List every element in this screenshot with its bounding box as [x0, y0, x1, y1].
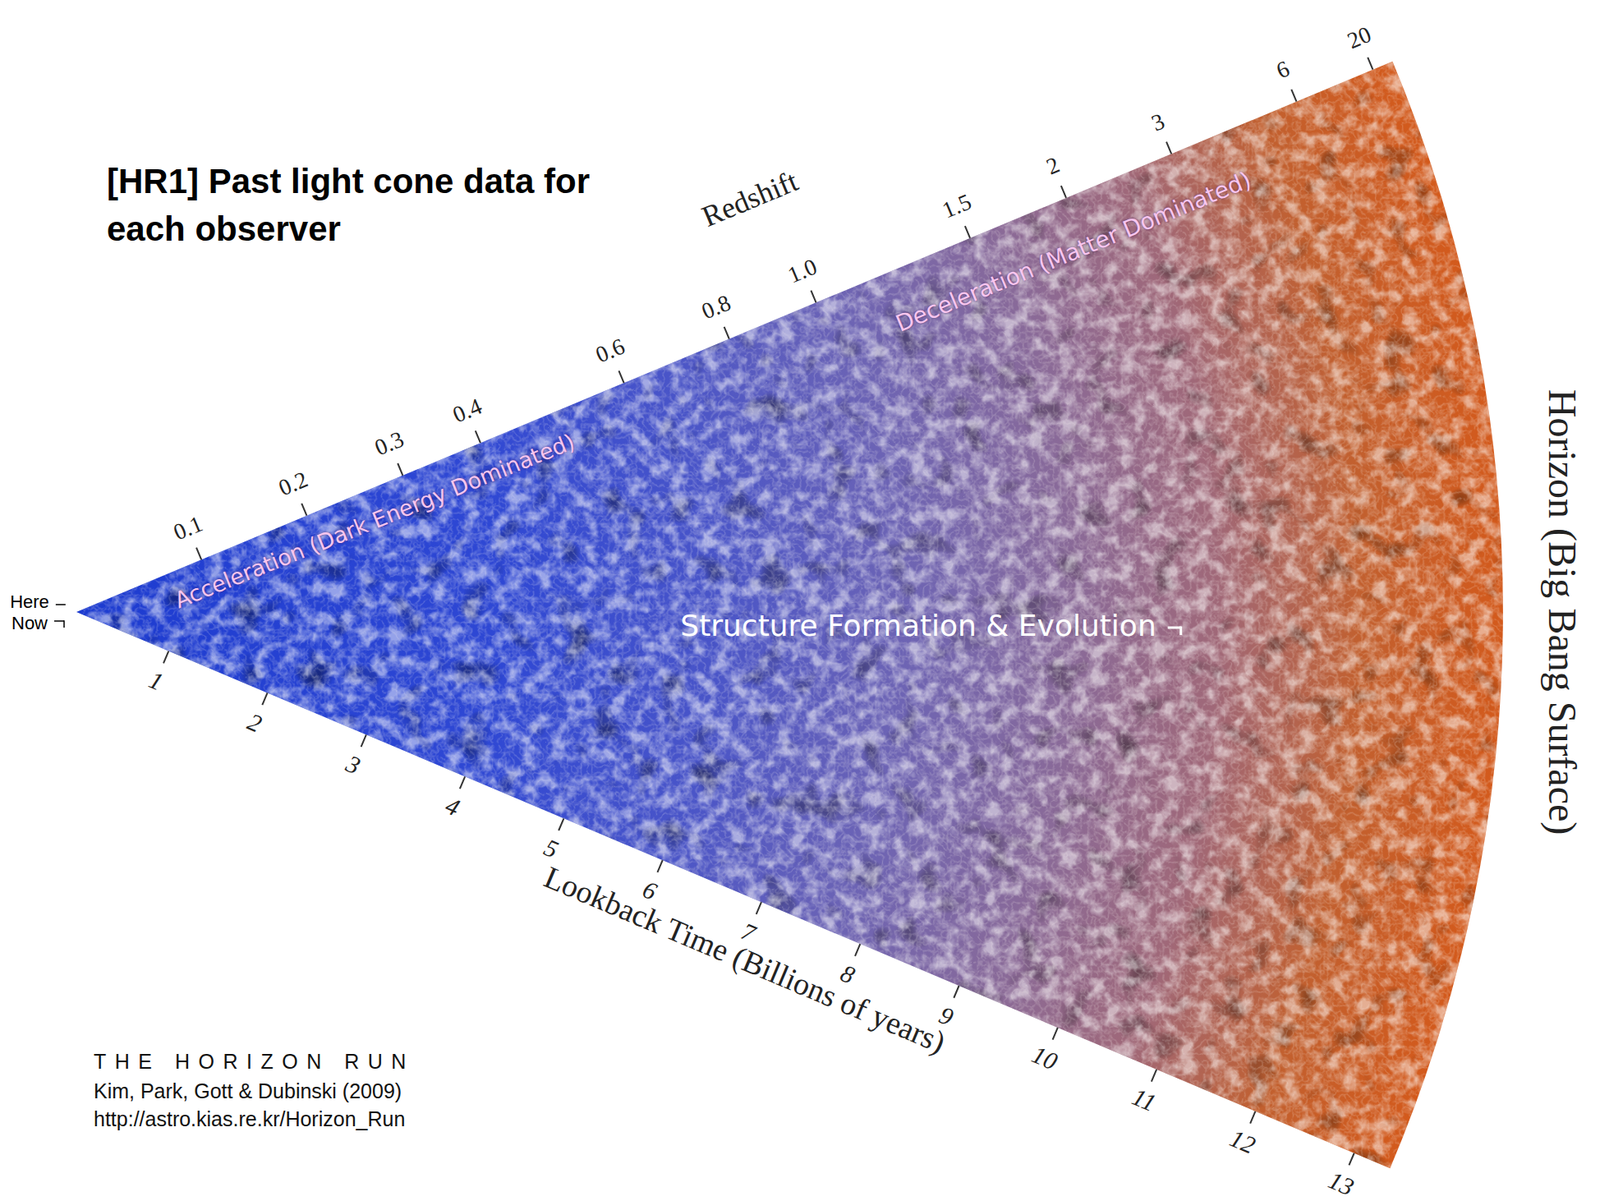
region-label: Structure Formation & Evolution: [680, 611, 1156, 641]
axis-tick: [361, 734, 367, 747]
lookback-value: 11: [1128, 1083, 1159, 1115]
axis-tick: [262, 692, 267, 705]
redshift-value: 20: [1344, 22, 1375, 54]
axis-tick: [475, 430, 481, 443]
axis-tick: [657, 859, 663, 873]
redshift-value: 0.6: [593, 335, 629, 368]
lookback-value: 4: [441, 792, 464, 820]
bracket-mark: [63, 620, 65, 628]
lookback-value: 3: [342, 750, 364, 778]
axis-tick: [855, 943, 860, 957]
axis-tick: [1061, 185, 1067, 198]
diagram-title: [HR1] Past light cone data for each obse…: [106, 157, 649, 253]
redshift-value: 1.5: [938, 189, 975, 222]
redshift-value: 2: [1043, 153, 1063, 180]
axis-tick: [1151, 1069, 1157, 1082]
bracket-mark: [54, 620, 65, 622]
credit-title: THE HORIZON RUN: [93, 1051, 415, 1072]
lookback-value: 5: [540, 834, 562, 862]
axis-tick: [558, 818, 564, 831]
lookback-value: 12: [1226, 1125, 1259, 1158]
redshift-value: 0.2: [275, 467, 312, 500]
axis-title: Horizon (Big Bang Surface): [1542, 389, 1582, 836]
axis-tick: [459, 776, 465, 789]
redshift-value: 0.8: [698, 290, 734, 323]
lookback-value: 10: [1029, 1041, 1062, 1074]
credit-authors: Kim, Park, Gott & Dubinski (2009): [93, 1080, 402, 1102]
axis-tick: [724, 326, 730, 340]
bracket-mark: [1167, 626, 1182, 630]
bracket-mark: [1179, 626, 1182, 636]
redshift-value: 1.0: [785, 254, 821, 287]
axis-tick: [1367, 57, 1373, 70]
now-label: Now: [11, 614, 48, 633]
axis-tick: [965, 225, 971, 239]
redshift-value: 0.4: [449, 395, 485, 428]
axis-tick: [953, 985, 959, 998]
axis-tick: [1348, 1153, 1354, 1166]
tick-marks: [54, 57, 1373, 1166]
axis-tick: [810, 290, 816, 304]
redshift-value: 3: [1148, 109, 1168, 135]
axis-tick: [301, 503, 307, 516]
axis-tick: [1166, 142, 1172, 155]
bracket-mark: [55, 603, 66, 606]
here-label: Here: [9, 593, 50, 612]
lookback-value: 13: [1324, 1167, 1357, 1200]
redshift-value: 6: [1273, 56, 1293, 83]
lookback-value: 2: [243, 709, 266, 737]
axis-tick: [1250, 1111, 1256, 1124]
redshift-value: 0.1: [170, 511, 206, 544]
axis-tick: [1291, 89, 1297, 102]
axis-tick: [618, 370, 624, 383]
redshift-value: 0.3: [372, 427, 408, 460]
axis-tick: [196, 547, 202, 561]
axis-tick: [397, 463, 403, 476]
axis-tick: [1052, 1027, 1058, 1040]
axis-tick: [756, 901, 762, 915]
credit-url: http://astro.kias.re.kr/Horizon_Run: [93, 1108, 405, 1130]
axis-title: Redshift: [698, 165, 802, 232]
axis-tick: [163, 651, 169, 664]
lookback-value: 1: [145, 667, 167, 695]
